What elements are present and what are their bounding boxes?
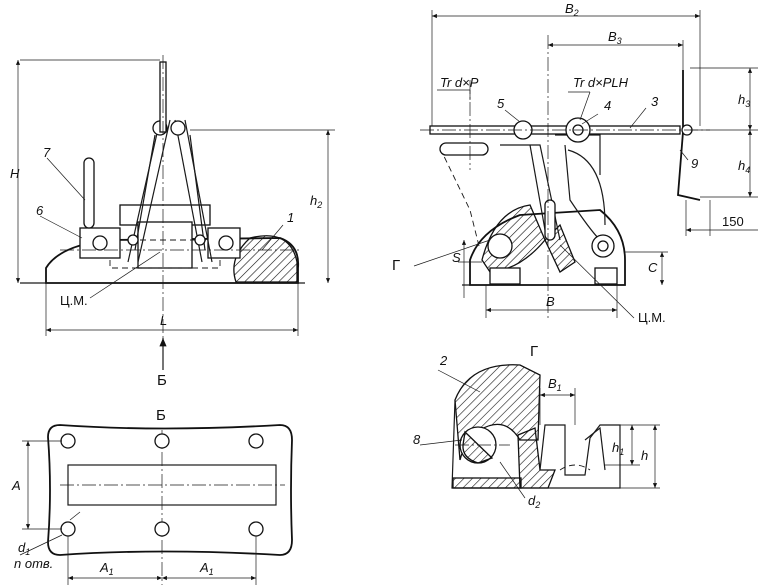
- section-mark: Г: [392, 257, 400, 274]
- dim-h2: h2: [310, 193, 322, 210]
- holes-count-label: n отв.: [14, 556, 53, 571]
- dim-h4: h4: [738, 158, 750, 175]
- section-title: Г: [530, 343, 538, 360]
- center-of-mass-label-2: Ц.М.: [638, 310, 666, 325]
- callout-8: 8: [413, 432, 421, 447]
- callout-1: 1: [287, 210, 294, 225]
- dim-H: H: [10, 166, 20, 181]
- dim-B2: B2: [565, 1, 579, 18]
- dim-150: 150: [722, 214, 744, 229]
- dim-d1: d1: [18, 540, 30, 557]
- center-of-mass-label: Ц.М.: [60, 293, 88, 308]
- dim-L: L: [160, 313, 167, 328]
- dim-d2: d2: [528, 493, 540, 510]
- callout-6: 6: [36, 203, 44, 218]
- callout-3: 3: [651, 94, 659, 109]
- bottom-view: [19, 424, 293, 585]
- dim-B3: B3: [608, 29, 622, 46]
- thread-label-1: Tr d×P: [440, 75, 479, 90]
- thread-label-2: Tr d×PLH: [573, 75, 629, 90]
- dim-A1-left: A1: [99, 560, 114, 577]
- front-view: [15, 55, 335, 370]
- view-b-title: Б: [156, 407, 166, 424]
- callout-9: 9: [691, 156, 698, 171]
- dim-A: A: [11, 478, 21, 493]
- callout-5: 5: [497, 96, 505, 111]
- dim-h1: h1: [612, 440, 624, 457]
- dim-h: h: [641, 448, 648, 463]
- dim-S: S: [452, 250, 461, 265]
- dim-h3: h3: [738, 92, 750, 109]
- dim-A1-right: A1: [199, 560, 214, 577]
- callout-2: 2: [439, 353, 448, 368]
- side-view: [413, 10, 758, 320]
- dim-B1: B1: [548, 376, 562, 393]
- callout-7: 7: [43, 145, 51, 160]
- callout-4: 4: [604, 98, 611, 113]
- view-arrow-label: Б: [157, 372, 167, 389]
- dim-B: B: [546, 294, 555, 309]
- dim-C: C: [648, 260, 658, 275]
- section-view: [419, 364, 660, 499]
